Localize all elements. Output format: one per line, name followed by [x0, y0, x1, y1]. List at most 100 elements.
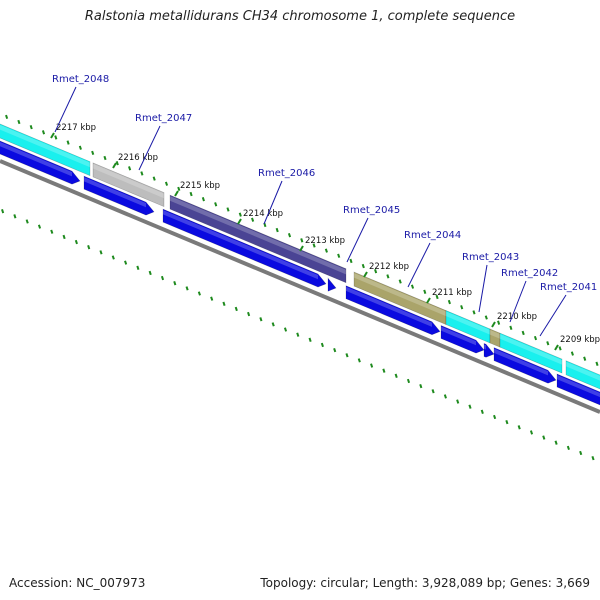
tick-dot: [128, 166, 132, 171]
tick-dot: [54, 135, 58, 140]
tick-dot: [529, 430, 534, 435]
tick-dot: [349, 258, 353, 264]
tick-dot: [361, 263, 365, 269]
feature-band-rmet_2048: [0, 123, 91, 177]
tick-dot: [111, 255, 115, 260]
tick-dot: [214, 202, 218, 207]
tick-dot: [197, 291, 201, 296]
tick-dot: [324, 248, 328, 253]
gene-label-rmet_2045[interactable]: Rmet_2045: [343, 205, 400, 216]
tick-dot: [115, 161, 119, 166]
tick-dot: [247, 311, 251, 317]
tick-mark: [426, 297, 431, 304]
feature-band-rmet_2046: [169, 194, 347, 284]
gene-label-rmet_2048[interactable]: Rmet_2048: [52, 74, 109, 85]
tick-dot: [91, 150, 95, 156]
tick-dot: [50, 229, 54, 234]
tick-dot: [337, 253, 341, 258]
tick-mark: [112, 162, 117, 169]
tick-dot: [443, 394, 447, 399]
tick-label: 2209 kbp: [560, 335, 600, 345]
tick-dot: [5, 114, 9, 120]
tick-dot: [374, 269, 378, 274]
feature-band-rmet_2045-shine: [354, 273, 446, 317]
tick-dot: [579, 450, 583, 456]
tick-dot: [566, 445, 570, 451]
tick-label: 2216 kbp: [118, 153, 158, 163]
tick-dot: [595, 361, 599, 366]
gene-label-rmet_2047[interactable]: Rmet_2047: [135, 113, 192, 124]
tick-mark: [299, 245, 304, 252]
cds-arrow: [440, 325, 485, 354]
tick-dot: [152, 176, 156, 181]
tick-dot: [164, 181, 169, 186]
tick-mark: [174, 190, 179, 197]
cds-arrow-shine: [346, 286, 432, 327]
tick-dot: [226, 207, 230, 212]
tick-dot: [542, 435, 546, 440]
cds-arrow-shine: [84, 177, 146, 208]
tick-dot: [423, 289, 427, 294]
backbone-line: [0, 159, 600, 414]
tick-dot: [74, 239, 78, 245]
cds-arrow: [345, 285, 441, 336]
tick-label: 2213 kbp: [305, 236, 345, 246]
feature-bands: [0, 123, 600, 390]
cds-arrow-shine: [0, 141, 72, 177]
feature-band-rmet_2041: [565, 360, 600, 390]
tick-label: 2211 kbp: [432, 288, 472, 298]
tick-dot: [460, 305, 464, 310]
gene-label-rmet_2044[interactable]: Rmet_2044: [404, 230, 461, 241]
cds-arrow: [0, 140, 81, 185]
cds-arrow: [162, 208, 327, 288]
tick-dot: [357, 358, 361, 363]
tick-mark: [554, 344, 559, 351]
tick-dot: [234, 306, 238, 312]
cds-arrow-shine: [484, 344, 486, 350]
cds-arrow-shine: [494, 348, 548, 376]
gene-label-rmet_2043[interactable]: Rmet_2043: [462, 252, 519, 263]
tick-dot: [296, 332, 300, 337]
cds-arrow: [483, 343, 495, 358]
tick-dot: [124, 260, 128, 265]
tick-dot: [148, 270, 152, 276]
cds-arrow-shine: [441, 326, 476, 346]
tick-dot: [29, 124, 33, 130]
gene-leader-line: [263, 180, 283, 225]
tick-dot: [570, 351, 574, 356]
feature-band-rmet_2042-shine: [490, 329, 500, 339]
tick-dot: [13, 214, 17, 219]
tick-dot: [17, 119, 21, 125]
cds-arrow: [83, 175, 155, 216]
map-title: Ralstonia metallidurans CH34 chromosome …: [84, 9, 516, 24]
tick-dot: [37, 224, 42, 229]
tick-dot: [201, 197, 205, 202]
tick-mark: [491, 321, 496, 328]
tick-dot: [533, 335, 538, 341]
tick-dot: [546, 341, 550, 346]
tick-dot: [271, 322, 275, 327]
tick-dot: [345, 353, 349, 358]
tick-dot: [41, 130, 46, 135]
gene-leader-line: [509, 280, 527, 323]
gene-leader-line: [54, 86, 77, 133]
tick-label: 2217 kbp: [56, 123, 96, 133]
feature-band-rmet_2048-shine: [0, 125, 90, 168]
tick-dot: [468, 404, 472, 409]
tick-dot: [435, 294, 439, 300]
feature-band-rmet_2047: [92, 162, 165, 208]
cds-arrow-shine: [557, 374, 600, 398]
tick-dot: [300, 238, 304, 243]
gene-label-rmet_2041[interactable]: Rmet_2041: [540, 282, 597, 293]
feature-band-rmet_2047-shine: [93, 163, 164, 199]
tick-dot: [87, 245, 91, 250]
tick-dot: [398, 279, 402, 284]
gene-label-rmet_2046[interactable]: Rmet_2046: [258, 168, 315, 179]
gene-leader-line: [138, 125, 161, 171]
feature-band-rmet_2041-shine: [566, 361, 600, 381]
tick-dot: [484, 315, 488, 320]
tick-dot: [591, 455, 595, 461]
gene-label-rmet_2042[interactable]: Rmet_2042: [501, 268, 558, 279]
